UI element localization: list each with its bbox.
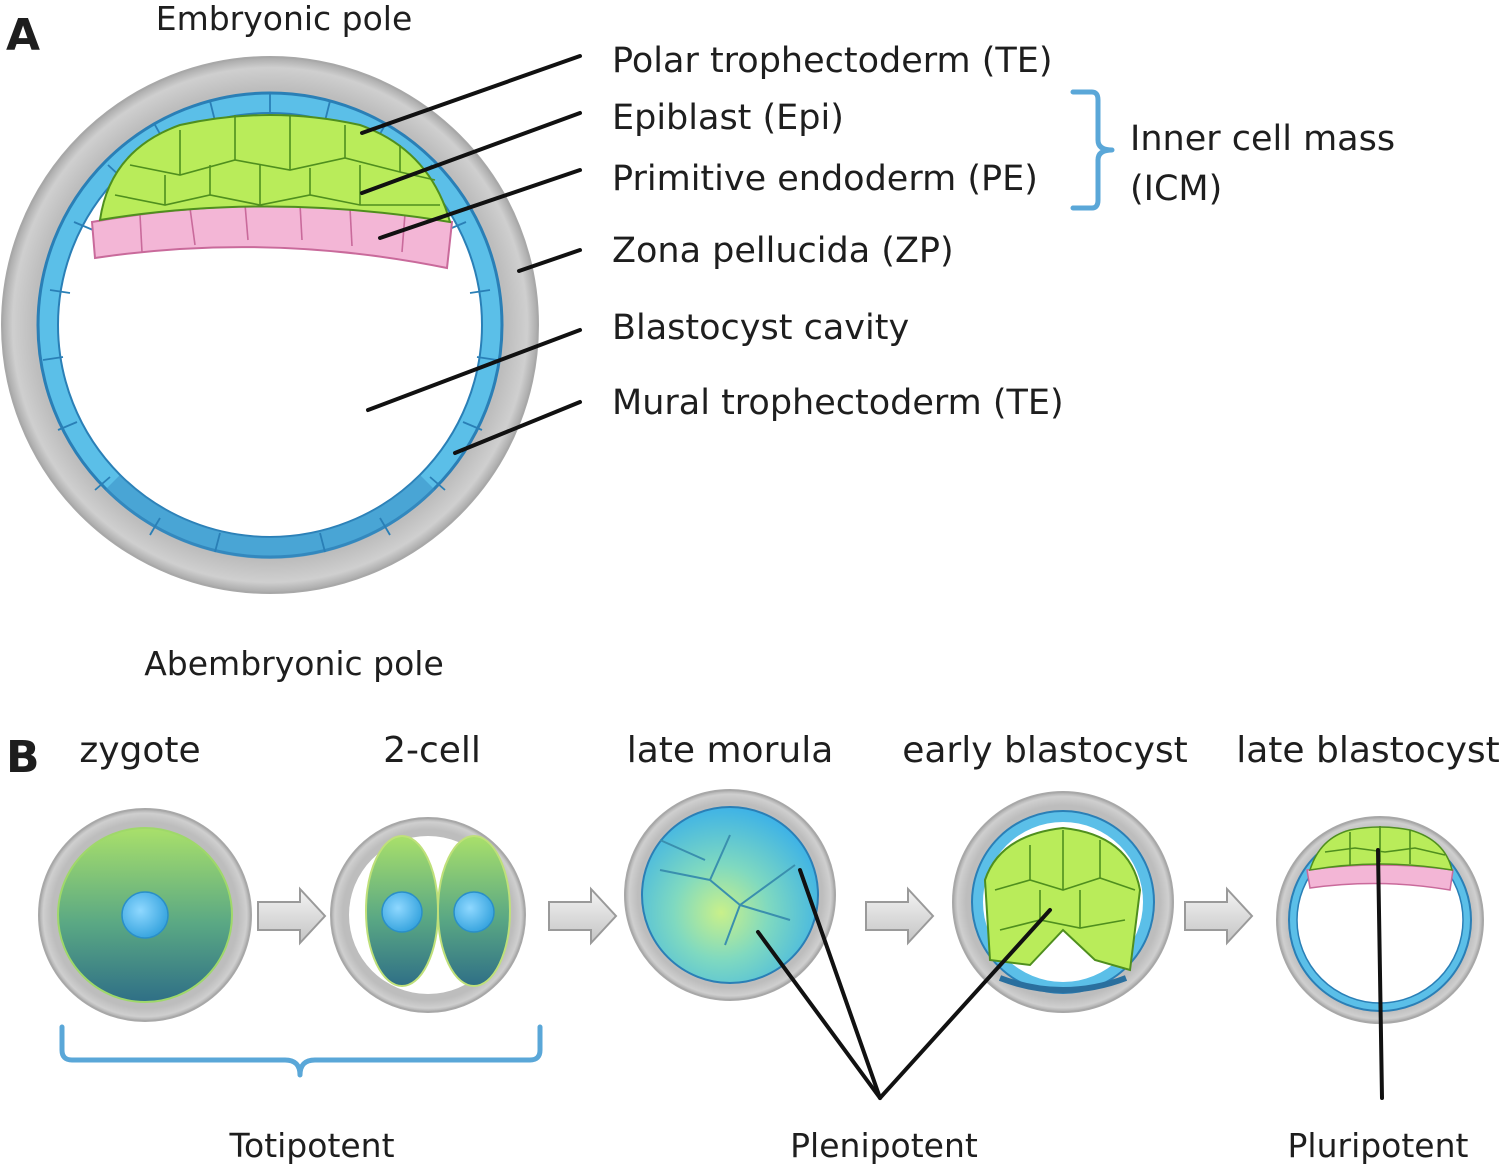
totipotent-bracket [59, 1024, 543, 1078]
zygote-nucleus [121, 891, 169, 939]
stage-label-zygote: zygote [79, 730, 200, 771]
leader-epiblast [360, 111, 582, 195]
leader-mural-te [453, 400, 582, 455]
leader-zona-pellucida [517, 248, 582, 273]
label-blastocyst-cavity: Blastocyst cavity [612, 308, 909, 348]
arrow-1 [257, 886, 327, 946]
late-morula-embryo [624, 789, 836, 1001]
two-cell-embryo [330, 817, 526, 1013]
icm-label-line1: Inner cell mass [1130, 119, 1395, 159]
epiblast-cell-borders [114, 115, 440, 206]
nucleus-right [453, 891, 495, 933]
early-blastocyst-icm [983, 826, 1142, 972]
early-mural-cells [998, 975, 1128, 993]
mural-cells-shade [105, 475, 435, 559]
totipotent-label: Totipotent [228, 1126, 394, 1165]
panel-a-letter: A [6, 10, 40, 61]
stage-label-2-cell: 2-cell [383, 730, 481, 771]
label-epiblast: Epiblast (Epi) [612, 98, 844, 138]
zygote-embryo [38, 808, 252, 1022]
arrow-3 [865, 886, 935, 946]
stage-label-late-blastocyst: late blastocyst [1236, 730, 1500, 771]
early-icm-cell-borders [994, 830, 1136, 931]
arrow-4 [1184, 886, 1254, 946]
label-zona-pellucida: Zona pellucida (ZP) [612, 231, 954, 271]
plenipotent-leader-2 [798, 868, 882, 1100]
panel-a-leader-lines [360, 54, 582, 455]
icm-bracket [1070, 89, 1115, 211]
morula-cell-borders [659, 834, 796, 946]
pluripotent-leader [1376, 848, 1384, 1100]
plenipotent-label: Plenipotent [790, 1126, 978, 1165]
plenipotent-leaders [756, 868, 1052, 1100]
stage-label-early-blastocyst: early blastocyst [902, 730, 1188, 771]
icm-label-line2: (ICM) [1130, 169, 1222, 209]
plenipotent-leader-3 [878, 908, 1052, 1100]
embryonic-pole-label: Embryonic pole [156, 0, 413, 38]
stage-label-late-morula: late morula [627, 730, 834, 771]
late-blastocyst-epiblast [1308, 826, 1453, 871]
leader-blastocyst-cavity [366, 328, 582, 412]
morula-cells [641, 806, 819, 984]
nucleus-left [381, 891, 423, 933]
panel-b-letter: B [6, 732, 40, 783]
label-polar-trophectoderm: Polar trophectoderm (TE) [612, 41, 1053, 81]
plenipotent-leader-1 [756, 930, 882, 1100]
primitive-endoderm-cell-borders [139, 203, 406, 253]
abembryonic-pole-label: Abembryonic pole [144, 644, 444, 683]
label-primitive-endoderm: Primitive endoderm (PE) [612, 159, 1038, 199]
epiblast [98, 114, 452, 224]
label-mural-trophectoderm: Mural trophectoderm (TE) [612, 383, 1064, 423]
leader-polar-te [360, 54, 582, 135]
pluripotent-label: Pluripotent [1288, 1126, 1469, 1165]
early-blastocyst-embryo [952, 791, 1174, 1013]
large-blastocyst [1, 56, 539, 594]
leader-primitive-endoderm [378, 168, 582, 240]
arrow-2 [548, 886, 618, 946]
